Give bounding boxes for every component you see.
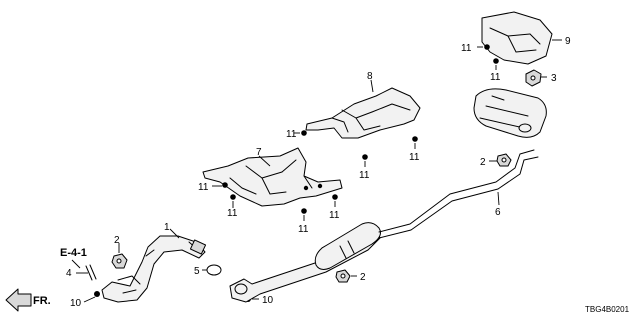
callout-11-g: 11 <box>409 152 420 163</box>
front-arrow: FR. <box>5 288 51 312</box>
part-10-front-nut: 10 <box>70 291 100 309</box>
fasteners-11: 11 11 11 11 11 11 11 11 <box>198 43 501 235</box>
callout-2-front: 2 <box>114 235 120 246</box>
part-6-exhaust-pipe: 6 <box>229 149 539 303</box>
part-9-rear-heat-shield: 9 <box>481 11 571 65</box>
diagram-code: TBG4B0201 <box>585 305 630 314</box>
part-3-nut: 3 <box>525 69 557 87</box>
callout-11-d: 11 <box>329 210 340 221</box>
callout-11-h: 11 <box>461 43 472 54</box>
callout-11-f: 11 <box>359 170 370 181</box>
part-5-gasket: 5 <box>194 264 222 277</box>
callout-11-e: 11 <box>286 129 297 140</box>
callout-11-b: 11 <box>227 208 238 219</box>
callout-4: 4 <box>66 268 72 279</box>
part-2-front-nut: 2 <box>111 235 128 269</box>
callout-7: 7 <box>256 147 262 158</box>
callout-2-rear-lower: 2 <box>360 272 366 283</box>
callout-5: 5 <box>194 266 200 277</box>
part-7-front-heat-shield: 7 <box>202 147 343 207</box>
part-8-center-heat-shield: 8 <box>305 71 421 139</box>
callout-3: 3 <box>551 73 557 84</box>
callout-6: 6 <box>495 207 501 218</box>
part-2-rear-lower-nut: 2 <box>335 269 366 283</box>
front-arrow-label: FR. <box>33 295 51 307</box>
part-2-rear-mid-nut: 2 <box>480 153 512 168</box>
part-1-front-pipe: 1 <box>101 222 207 303</box>
callout-11-a: 11 <box>198 182 209 193</box>
part-6-rear-muffler <box>473 88 547 138</box>
callout-9: 9 <box>565 36 571 47</box>
callout-10-middle: 10 <box>262 295 274 306</box>
callout-2-rear-mid: 2 <box>480 157 486 168</box>
callout-11-i: 11 <box>490 72 501 83</box>
callout-8: 8 <box>367 71 373 82</box>
reference-label: E-4-1 <box>60 247 87 259</box>
part-4-stud: 4 <box>66 264 97 281</box>
callout-11-c: 11 <box>298 224 309 235</box>
callout-10-front: 10 <box>70 298 82 309</box>
callout-1: 1 <box>164 222 170 233</box>
